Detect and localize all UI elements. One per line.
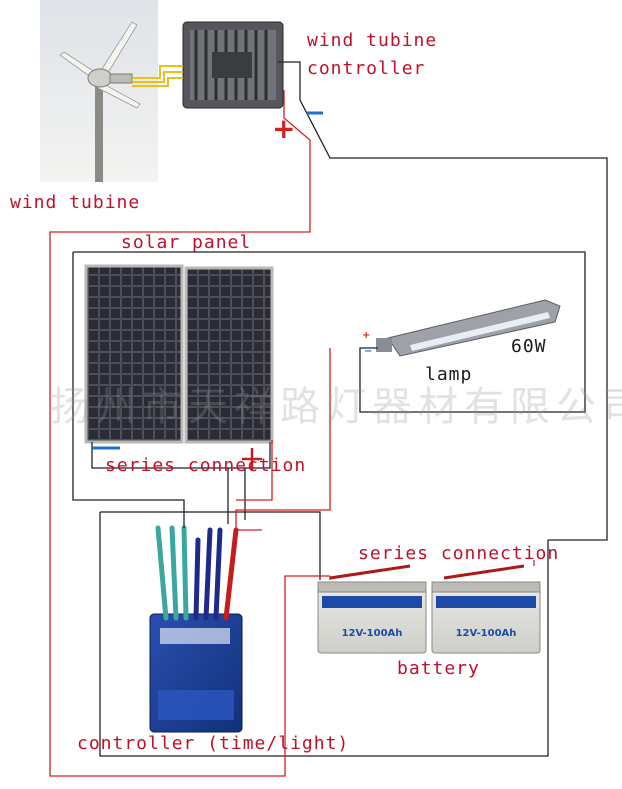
controller-leads xyxy=(155,525,239,621)
turbine-wires xyxy=(132,65,183,87)
plus-sign-wind: + xyxy=(272,112,296,145)
wind-turbine-label: wind tubine xyxy=(10,192,141,213)
controller-label: controller (time/light) xyxy=(77,733,350,754)
battery-spec-right: 12V-100Ah xyxy=(456,628,517,639)
panel-series-connection-label: series connection xyxy=(105,455,307,476)
battery-series-connection-label: series connection xyxy=(358,543,560,564)
battery-label: battery xyxy=(397,658,480,679)
wind-controller-device xyxy=(182,21,284,109)
wind-turbine-photo xyxy=(40,0,158,182)
watermark: 扬州市天祥路灯器材有限公司 xyxy=(50,384,622,430)
solar-panel-label: solar panel xyxy=(121,232,252,253)
wiring-positive xyxy=(49,90,535,777)
plus-sign-lamp: + xyxy=(362,330,371,341)
minus-sign-wind: − xyxy=(304,98,326,128)
lamp-power-label: 60W xyxy=(511,336,547,357)
panel-terminals xyxy=(92,446,262,470)
batteries xyxy=(317,564,541,654)
wind-controller-label-line1: wind tubine xyxy=(307,30,438,51)
solar-panels xyxy=(84,264,274,444)
street-lamp xyxy=(376,299,561,357)
lamp-label: lamp xyxy=(425,364,473,385)
minus-sign-lamp: − xyxy=(364,346,373,357)
wind-controller-label-line2: controller xyxy=(307,58,426,79)
solar-controller-device xyxy=(149,613,243,733)
battery-spec-left: 12V-100Ah xyxy=(342,628,403,639)
wiring-negative xyxy=(72,61,608,757)
